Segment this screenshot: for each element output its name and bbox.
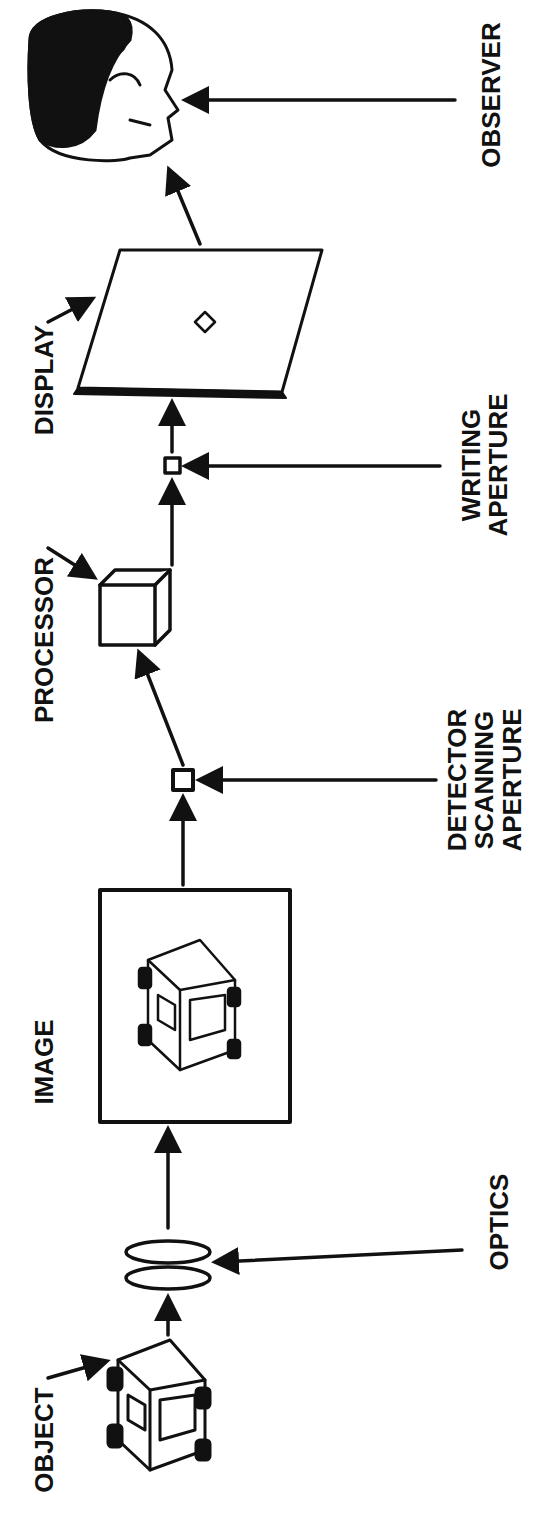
processor-cube bbox=[100, 570, 170, 645]
component-label: WRITING APERTURE bbox=[458, 385, 513, 545]
component-label: DISPLAY bbox=[31, 325, 58, 435]
leader-arrow bbox=[48, 100, 462, 1378]
optics-lens bbox=[126, 1241, 210, 1289]
component-label: IMAGE bbox=[31, 1019, 58, 1104]
image-plane bbox=[100, 890, 290, 1122]
display-screen bbox=[74, 250, 322, 398]
component-label: OBSERVER bbox=[478, 22, 505, 167]
detector-aperture bbox=[173, 770, 193, 790]
object-vehicle bbox=[108, 1340, 210, 1470]
component-label: DETECTOR SCANNING APERTURE bbox=[444, 690, 526, 870]
flow-arrow bbox=[140, 172, 200, 1335]
component-label: OPTICS bbox=[486, 1174, 513, 1271]
component-label: PROCESSOR bbox=[31, 557, 58, 723]
component-label: OBJECT bbox=[31, 1387, 58, 1492]
writing-aperture bbox=[165, 458, 180, 473]
observer-head bbox=[29, 11, 178, 161]
